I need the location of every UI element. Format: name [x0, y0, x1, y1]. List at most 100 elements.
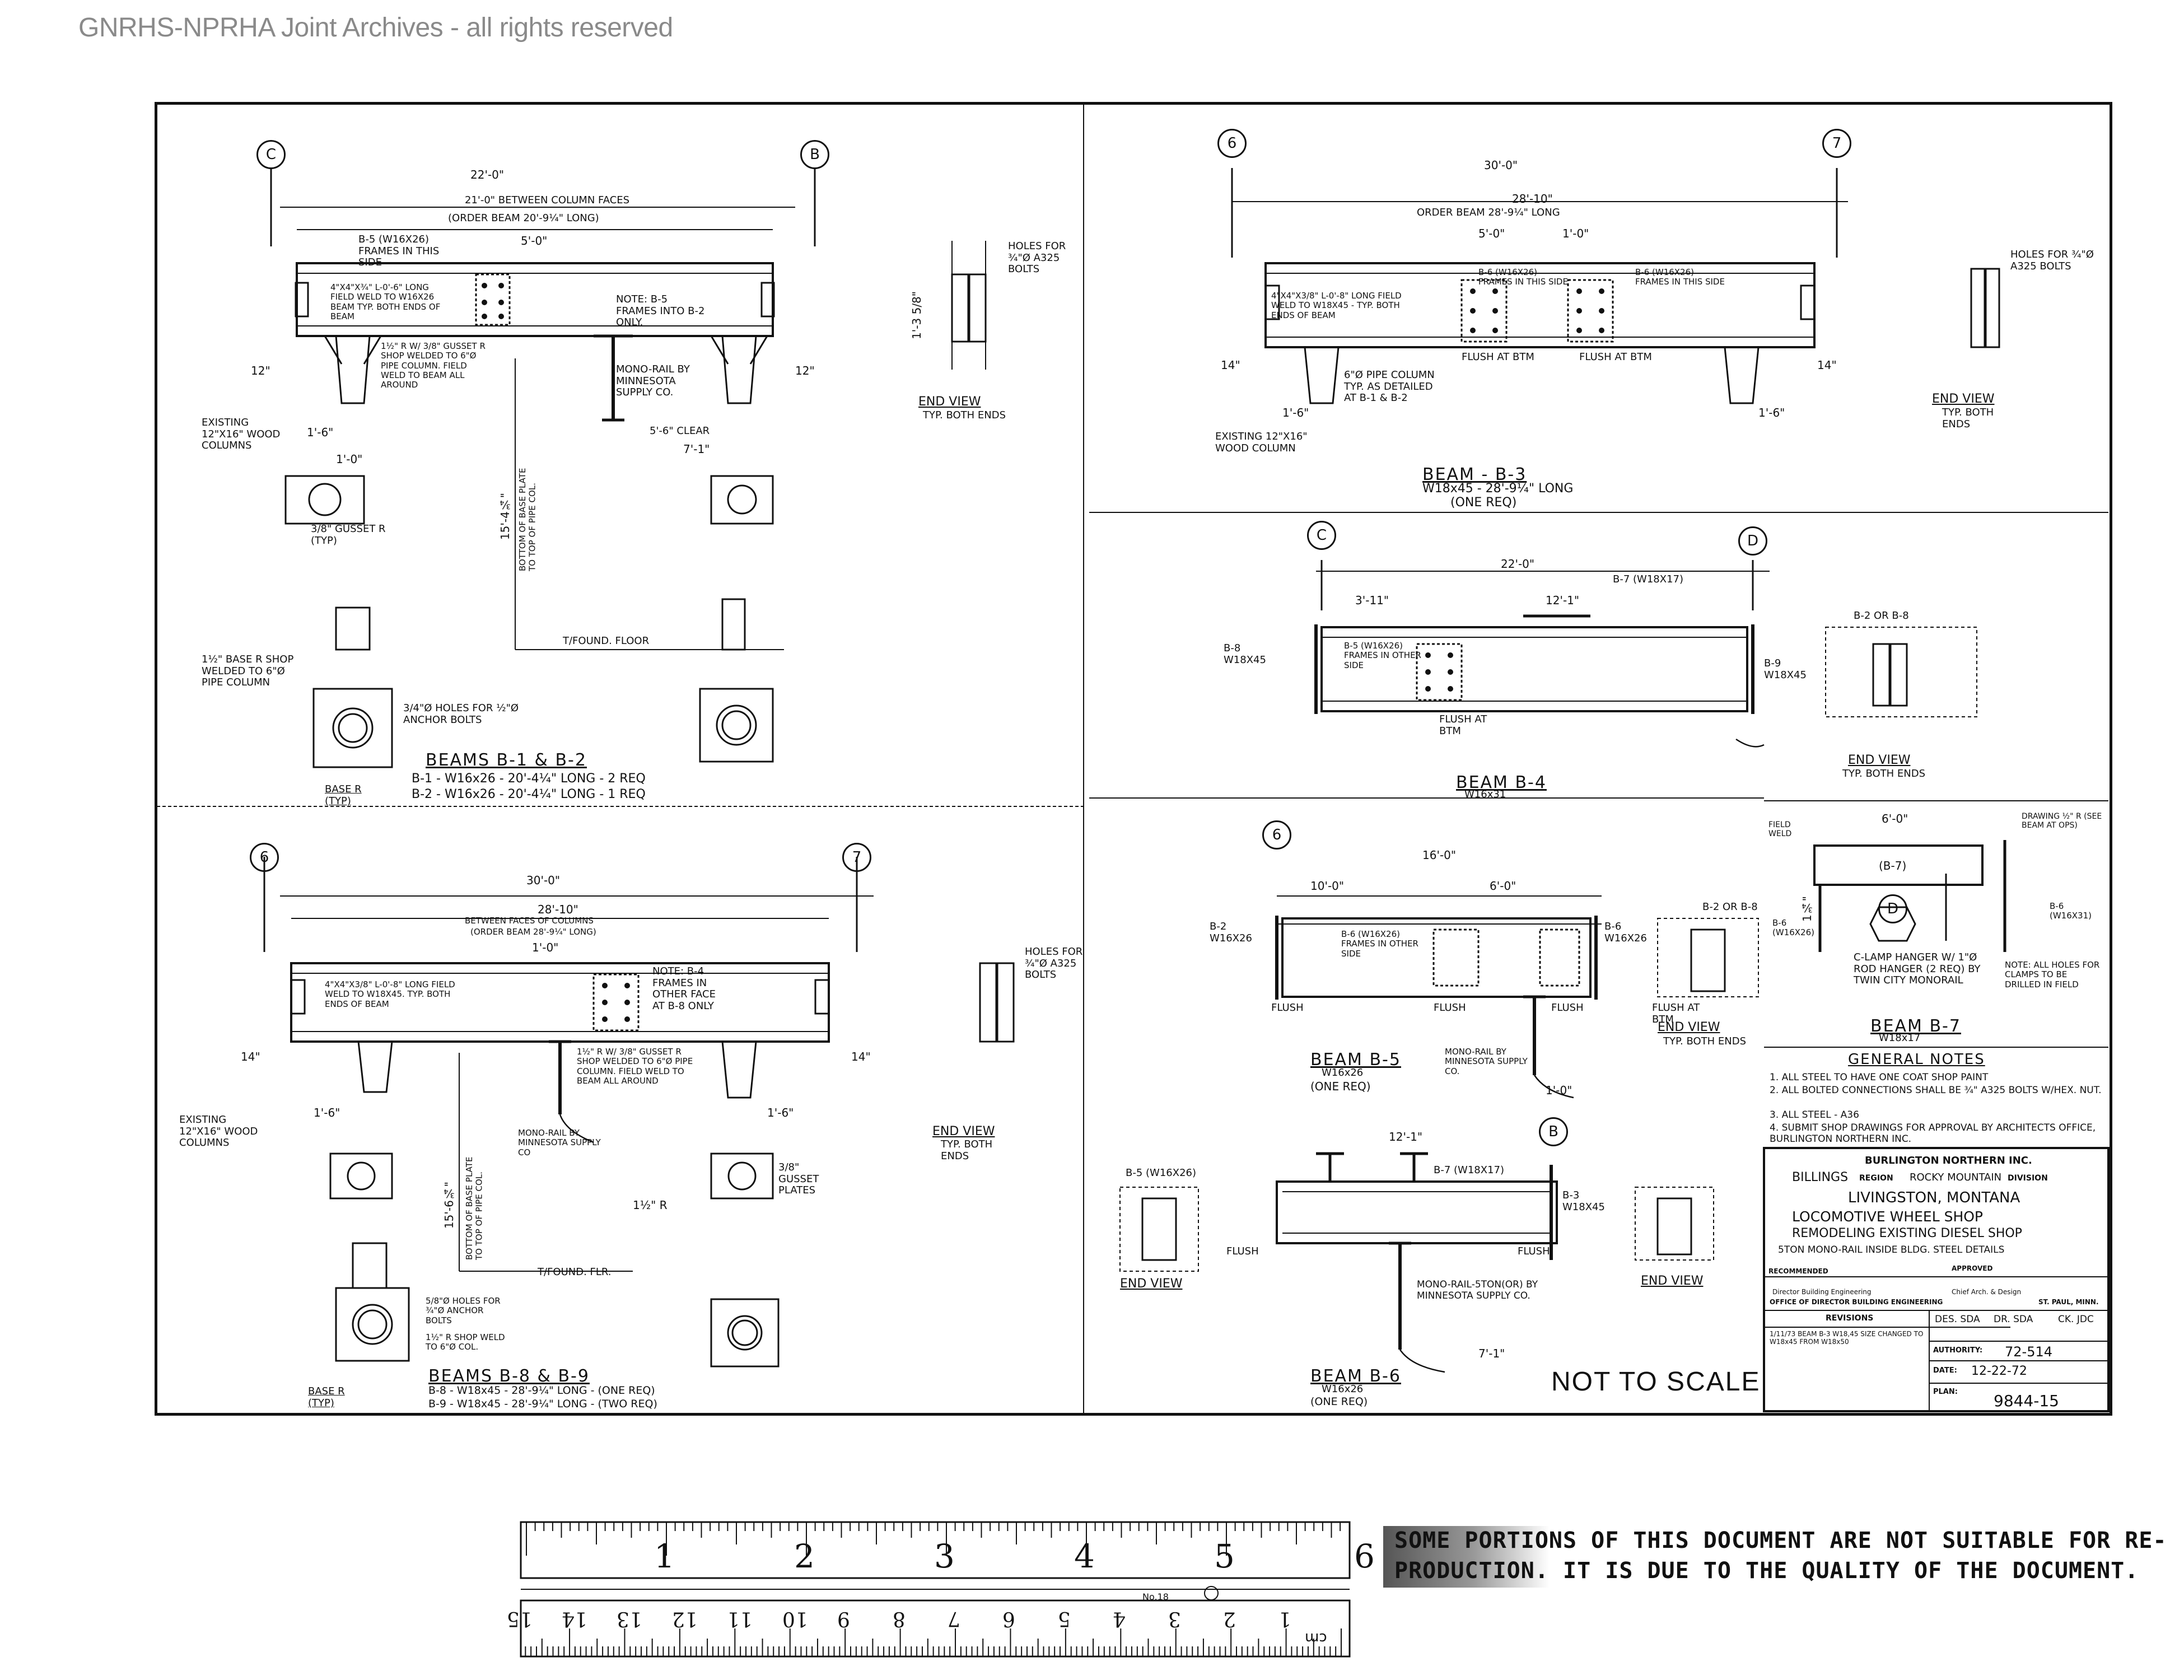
note-monorail: MONO-RAIL BY MINNESOTA SUPPLY CO. — [616, 363, 690, 399]
tb-authority: 72-514 — [2005, 1344, 2053, 1360]
spec-b8: B-8 - W18x45 - 28'-9¼" LONG - (ONE REQ) — [428, 1384, 655, 1397]
grid-bubble-6-b5: 6 — [1262, 820, 1291, 850]
dim-3-11: 3'-11" — [1355, 594, 1389, 607]
tb-region-label: REGION — [1859, 1174, 1893, 1183]
grid-bubble-c: C — [256, 140, 286, 169]
dim-1-6-b3-right: 1'-6" — [1758, 406, 1785, 419]
note-shop-weld-b8: 1½" R SHOP WELD TO 6"Ø COL. — [426, 1332, 505, 1352]
note-field-weld: FIELD WELD — [1768, 820, 1792, 839]
note-b5-into-b2: NOTE: B-5 FRAMES INTO B-2 ONLY. — [616, 293, 705, 329]
general-note-1: 1. ALL STEEL TO HAVE ONE COAT SHOP PAINT — [1770, 1072, 1989, 1083]
title-end-view-3: END VIEW — [932, 1124, 995, 1138]
title-end-view-b5: END VIEW — [1658, 1020, 1720, 1034]
dim-14-b3-right: 14" — [1817, 358, 1837, 372]
ruler-cm-number: 4 — [1113, 1607, 1126, 1630]
dim-10-0: 10'-0" — [1310, 879, 1345, 893]
dim-5-0-b3: 5'-0" — [1478, 227, 1505, 240]
ruler-inch-number: 1 — [654, 1537, 675, 1575]
note-existing-b3: EXISTING 12"x16" WOOD COLUMN — [1215, 431, 1308, 454]
ruler-inch-number: 3 — [934, 1537, 955, 1575]
grid-bubble-b: B — [800, 140, 829, 169]
qty-b5: (ONE REQ) — [1310, 1080, 1371, 1093]
ruler-cm-number: 7 — [948, 1607, 960, 1630]
dim-16-0: 16'-0" — [1422, 848, 1457, 862]
note-b6-right: B-6 (W16x26) FRAMES IN THIS SIDE — [1635, 267, 1725, 287]
ruler-inch-number: 5 — [1214, 1537, 1235, 1575]
note-holes-b8: 5/8"Ø HOLES FOR ¾"Ø ANCHOR BOLTS — [426, 1296, 501, 1326]
title-end-view-b4: END VIEW — [1848, 753, 1911, 767]
note-angle-b3: 4"x4"x3/8" L-0'-8" LONG FIELD WELD TO W1… — [1271, 291, 1402, 320]
tb-office: OFFICE OF DIRECTOR BUILDING ENGINEERING — [1770, 1298, 1943, 1306]
ruler-cm-number: 9 — [837, 1607, 851, 1630]
label-b2-b5: B-2 W16x26 — [1210, 921, 1252, 944]
tb-revisions: REVISIONS — [1826, 1314, 1874, 1323]
ruler-cm-label: cm — [1305, 1630, 1327, 1646]
label-base-b8: BASE R (TYP) — [308, 1385, 345, 1409]
note-b5-other-side: B-5 (W16x26) FRAMES IN OTHER SIDE — [1344, 641, 1421, 670]
label-b7: (B-7) — [1879, 859, 1907, 872]
dim-28-10: 28'-10" — [1512, 192, 1553, 206]
dim-1-0-b5: 1'-0" — [1546, 1084, 1572, 1097]
note-anchor-holes: 3/4"Ø HOLES FOR ½"Ø ANCHOR BOLTS — [403, 702, 519, 726]
label-ev-b4: B-2 or B-8 — [1854, 610, 1909, 622]
title-end-view-1: END VIEW — [918, 395, 981, 409]
ruler-model: No.18 — [1142, 1592, 1169, 1602]
title-beams-b1-b2: BEAMS B-1 & B-2 — [426, 750, 587, 770]
tb-authority-label: AUTHORITY: — [1933, 1346, 1983, 1355]
sub-end-view-b5: TYP. BOTH ENDS — [1663, 1035, 1747, 1047]
note-drawing-plate: DRAWING ½" R (SEE BEAM AT OPS) — [2022, 812, 2102, 830]
label-b5-b6: B-5 (W16x26) — [1126, 1167, 1196, 1179]
tb-designed: DES. SDA — [1935, 1314, 1980, 1325]
tb-date: 12-22-72 — [1971, 1364, 2027, 1378]
note-existing-columns: EXISTING 12"x16" WOOD COLUMNS — [202, 417, 281, 452]
note-angle-b8: 4"x4"x3/8" L-0'-8" LONG FIELD WELD TO W1… — [325, 979, 455, 1009]
note-flush-b6-a: FLUSH — [1226, 1245, 1259, 1257]
label-b6-b5: B-6 W16x26 — [1604, 921, 1647, 944]
sub-end-view-2: TYP. BOTH ENDS — [1942, 407, 1994, 430]
notice-line-1: SOME PORTIONS OF THIS DOCUMENT ARE NOT S… — [1394, 1528, 2167, 1553]
tb-checked: CK. JDC — [2058, 1314, 2094, 1325]
title-beam-b4: BEAM B-4 — [1456, 773, 1547, 792]
note-flush-b5-a: FLUSH — [1271, 1002, 1304, 1014]
dim-12-left: 12" — [251, 364, 270, 377]
title-beams-b8-b9: BEAMS B-8 & B-9 — [428, 1366, 590, 1386]
label-b7-b6: B-7 (W18x17) — [1434, 1164, 1504, 1176]
grid-bubble-7: 7 — [1822, 129, 1851, 158]
tb-company: BURLINGTON NORTHERN INC. — [1865, 1155, 2032, 1166]
tb-division: ROCKY MOUNTAIN — [1910, 1172, 2002, 1183]
sub-end-view-1: TYP. BOTH ENDS — [923, 409, 1006, 421]
ruler-logo-icon — [1204, 1586, 1219, 1600]
dim-order-beam: (ORDER BEAM 20'-9¼" LONG) — [448, 212, 599, 224]
note-gusset-weld: 1½" R W/ 3/8" GUSSET R SHOP WELDED TO 6"… — [381, 341, 486, 390]
tb-line-3: REMODELING EXISTING DIESEL SHOP — [1792, 1226, 2022, 1240]
grid-bubble-b-b6: B — [1539, 1117, 1568, 1146]
ruler-cm-number: 3 — [1168, 1607, 1181, 1630]
note-gusset-b8: 1½" R W/ 3/8" GUSSET R SHOP WELDED TO 6"… — [577, 1047, 693, 1086]
dim-1-0-b8: 1'-0" — [532, 941, 559, 954]
label-b8-b4: B-8 W18x45 — [1224, 642, 1266, 666]
spec-b6: W16x26 — [1322, 1383, 1364, 1395]
note-existing-b8: EXISTING 12"x16" WOOD COLUMNS — [179, 1114, 258, 1149]
drawing-sheet-border — [155, 102, 2112, 1416]
note-monorail-b8: MONO-RAIL BY MINNESOTA SUPPLY CO — [518, 1128, 601, 1158]
note-flush-b5-c: FLUSH — [1551, 1002, 1584, 1014]
dim-1-6-b8-right: 1'-6" — [767, 1106, 794, 1119]
grid-bubble-d-b4: D — [1738, 526, 1767, 556]
note-holes-ev3: HOLES FOR ¾"Ø A325 BOLTS — [1025, 946, 1083, 981]
dim-1-6: 1'-6" — [307, 426, 334, 439]
grid-bubble-6: 6 — [1217, 129, 1247, 158]
dim-order-beam-b3: ORDER BEAM 28'-9¼" LONG — [1417, 207, 1560, 218]
tb-recommended: RECOMMENDED — [1768, 1267, 1828, 1275]
note-pipe-column: 6"Ø PIPE COLUMN TYP. AS DETAILED AT B-1 … — [1344, 369, 1435, 404]
dim-6-0-b5: 6'-0" — [1490, 879, 1516, 893]
dim-1-6-b3: 1'-6" — [1282, 406, 1309, 419]
dim-14-b8-right: 14" — [851, 1050, 871, 1063]
general-note-3: 3. ALL STEEL - A36 — [1770, 1109, 1859, 1121]
dim-12-1-b6: 12'-1" — [1389, 1130, 1423, 1144]
title-beam-b5: BEAM B-5 — [1310, 1050, 1401, 1070]
grid-bubble-c-b4: C — [1307, 521, 1336, 550]
dim-14-b8-left: 14" — [241, 1050, 260, 1063]
notice-line-2: PRODUCTION. IT IS DUE TO THE QUALITY OF … — [1394, 1558, 2139, 1584]
tb-drawn: DR. SDA — [1994, 1314, 2033, 1325]
